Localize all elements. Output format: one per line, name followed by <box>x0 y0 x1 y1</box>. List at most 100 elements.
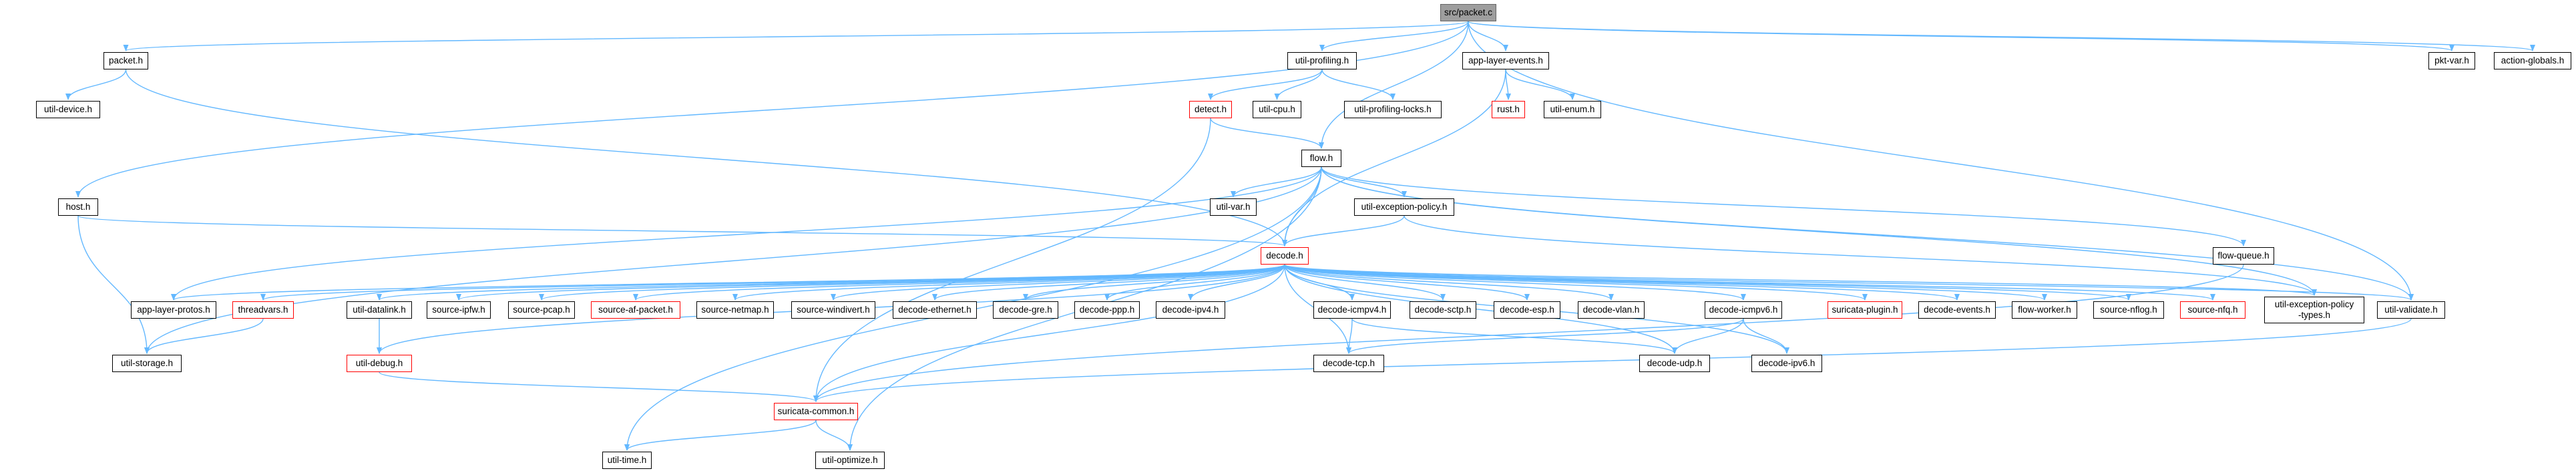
edge-suricata_common_h-to-util_time_h <box>624 420 817 451</box>
edge-decode_h-to-suricata_plugin_h <box>1284 264 1868 301</box>
node-host-h[interactable]: host.h <box>58 198 98 216</box>
edge-decode_h-to-decode_vlan_h <box>1284 264 1614 301</box>
node-util-profiling-locks-h[interactable]: util-profiling-locks.h <box>1344 101 1442 118</box>
node-util-exception-policy-h[interactable]: util-exception-policy.h <box>1354 198 1454 216</box>
edge-src_packet_c-to-action_globals_h <box>1468 21 2535 51</box>
edge-util_profiling_h-to-detect_h <box>1208 69 1323 100</box>
edge-decode_icmpv4_h-to-decode_udp_h <box>1351 318 1677 354</box>
edge-decode_h-to-source_pcap_h <box>539 264 1285 301</box>
node-app-layer-protos-h[interactable]: app-layer-protos.h <box>131 301 216 319</box>
node-util-cpu-h[interactable]: util-cpu.h <box>1253 101 1301 118</box>
node-flow-worker-h[interactable]: flow-worker.h <box>2012 301 2077 319</box>
edge-suricata_common_h-to-util_optimize_h <box>815 420 853 451</box>
edge-decode_h-to-util_datalink_h <box>377 264 1285 301</box>
node-source-ipfw-h[interactable]: source-ipfw.h <box>427 301 491 319</box>
node-decode-gre-h[interactable]: decode-gre.h <box>993 301 1058 319</box>
edge-src_packet_c-to-util_validate_h <box>1468 21 2414 301</box>
edge-decode_h-to-decode_ethernet_h <box>932 264 1285 301</box>
include-edges <box>65 21 2535 451</box>
edge-app_layer_events_h-to-util_enum_h <box>1505 69 1575 100</box>
edge-decode_h-to-decode_esp_h <box>1284 264 1530 301</box>
node-flow-h[interactable]: flow.h <box>1301 150 1341 167</box>
node-decode-h[interactable]: decode.h <box>1261 247 1309 265</box>
node-detect-h[interactable]: detect.h <box>1189 101 1232 118</box>
node-src-packet-c[interactable]: src/packet.c <box>1440 4 1496 21</box>
edge-threadvars_h-to-util_storage_h <box>144 318 264 354</box>
node-util-validate-h[interactable]: util-validate.h <box>2377 301 2445 319</box>
node-source-af-packet-h[interactable]: source-af-packet.h <box>591 301 680 319</box>
node-decode-events-h[interactable]: decode-events.h <box>1918 301 1996 319</box>
edge-decode_h-to-decode_ipv4_h <box>1188 264 1285 301</box>
edge-detect_h-to-suricata_common_h <box>813 118 1211 402</box>
node-rust-h[interactable]: rust.h <box>1492 101 1525 118</box>
node-label-line-1: util-exception-policy <box>2274 299 2354 309</box>
edge-decode_h-to-decode_events_h <box>1284 264 1960 301</box>
node-decode-ipv4-h[interactable]: decode-ipv4.h <box>1156 301 1225 319</box>
node-util-datalink-h[interactable]: util-datalink.h <box>347 301 412 319</box>
node-util-device-h[interactable]: util-device.h <box>36 101 100 118</box>
edge-src_packet_c-to-flow_h <box>1319 21 1469 149</box>
edge-detect_h-to-flow_h <box>1210 118 1324 149</box>
edge-flow_h-to-util_storage_h <box>144 166 1322 354</box>
node-decode-vlan-h[interactable]: decode-vlan.h <box>1578 301 1645 319</box>
node-decode-udp-h[interactable]: decode-udp.h <box>1639 355 1710 372</box>
node-decode-esp-h[interactable]: decode-esp.h <box>1494 301 1560 319</box>
edge-decode_h-to-util_validate_h <box>1284 264 2414 301</box>
node-decode-icmpv4-h[interactable]: decode-icmpv4.h <box>1313 301 1391 319</box>
node-util-optimize-h[interactable]: util-optimize.h <box>815 452 885 469</box>
node-decode-ipv6-h[interactable]: decode-ipv6.h <box>1751 355 1822 372</box>
edge-host_h-to-decode_h <box>77 215 1287 247</box>
node-util-storage-h[interactable]: util-storage.h <box>112 355 182 372</box>
edge-decode_h-to-decode_sctp_h <box>1284 264 1446 301</box>
edge-decode_icmpv6_h-to-decode_udp_h <box>1672 318 1744 354</box>
node-decode-sctp-h[interactable]: decode-sctp.h <box>1410 301 1476 319</box>
edge-util_profiling_h-to-util_cpu_h <box>1274 69 1323 100</box>
edge-decode_h-to-util_exception_policy_types_h <box>1284 264 2317 296</box>
edge-flow_h-to-util_exception_policy_types_h <box>1321 166 2317 296</box>
edge-decode_icmpv4_h-to-decode_tcp_h <box>1346 318 1353 354</box>
edge-flow_h-to-util_exception_policy_h <box>1321 166 1407 198</box>
node-decode-ppp-h[interactable]: decode-ppp.h <box>1074 301 1140 319</box>
edge-src_packet_c-to-packet_h <box>124 21 1469 51</box>
node-decode-icmpv6-h[interactable]: decode-icmpv6.h <box>1705 301 1782 319</box>
node-pkt-var-h[interactable]: pkt-var.h <box>2428 52 2475 69</box>
node-source-windivert-h[interactable]: source-windivert.h <box>791 301 875 319</box>
node-util-var-h[interactable]: util-var.h <box>1210 198 1257 216</box>
edge-util_debug_h-to-suricata_common_h <box>379 371 819 402</box>
node-decode-tcp-h[interactable]: decode-tcp.h <box>1313 355 1384 372</box>
edge-packet_h-to-decode_h <box>125 69 1287 247</box>
edge-src_packet_c-to-util_profiling_h <box>1319 21 1469 51</box>
node-suricata-plugin-h[interactable]: suricata-plugin.h <box>1828 301 1902 319</box>
edge-decode_h-to-decode_gre_h <box>1023 264 1285 301</box>
edge-flow_h-to-flow_queue_h <box>1321 166 2246 247</box>
node-source-netmap-h[interactable]: source-netmap.h <box>696 301 774 319</box>
node-decode-ethernet-h[interactable]: decode-ethernet.h <box>893 301 977 319</box>
edge-src_packet_c-to-app_layer_events_h <box>1468 21 1508 51</box>
node-source-nflog-h[interactable]: source-nflog.h <box>2093 301 2164 319</box>
edge-flow_h-to-decode_h <box>1282 166 1322 247</box>
node-util-enum-h[interactable]: util-enum.h <box>1544 101 1601 118</box>
edge-decode_h-to-suricata_common_h <box>813 264 1285 402</box>
node-util-profiling-h[interactable]: util-profiling.h <box>1287 52 1357 69</box>
node-action-globals-h[interactable]: action-globals.h <box>2494 52 2571 69</box>
edge-host_h-to-util_storage_h <box>77 215 150 354</box>
edge-decode_icmpv6_h-to-decode_tcp_h <box>1346 318 1744 354</box>
edge-decode_h-to-decode_ppp_h <box>1104 264 1285 301</box>
edge-util_validate_h-to-suricata_common_h <box>813 318 2412 402</box>
node-label-line-2: -types.h <box>2298 310 2331 320</box>
node-source-pcap-h[interactable]: source-pcap.h <box>508 301 575 319</box>
node-app-layer-events-h[interactable]: app-layer-events.h <box>1462 52 1549 69</box>
node-util-debug-h[interactable]: util-debug.h <box>347 355 412 372</box>
node-suricata-common-h[interactable]: suricata-common.h <box>774 403 858 420</box>
node-source-nfq-h[interactable]: source-nfq.h <box>2180 301 2245 319</box>
edge-packet_h-to-util_device_h <box>65 69 127 100</box>
node-threadvars-h[interactable]: threadvars.h <box>232 301 294 319</box>
node-packet-h[interactable]: packet.h <box>103 52 148 69</box>
edge-decode_h-to-decode_icmpv6_h <box>1284 264 1746 301</box>
edge-decode_h-to-source_nfq_h <box>1284 264 2215 301</box>
node-util-exception-policy-types-h[interactable]: util-exception-policy -types.h <box>2264 297 2364 323</box>
node-flow-queue-h[interactable]: flow-queue.h <box>2213 247 2274 265</box>
edge-util_exception_policy_h-to-decode_h <box>1282 215 1405 247</box>
node-util-time-h[interactable]: util-time.h <box>602 452 652 469</box>
edge-decode_h-to-source_af_packet_h <box>633 264 1285 301</box>
